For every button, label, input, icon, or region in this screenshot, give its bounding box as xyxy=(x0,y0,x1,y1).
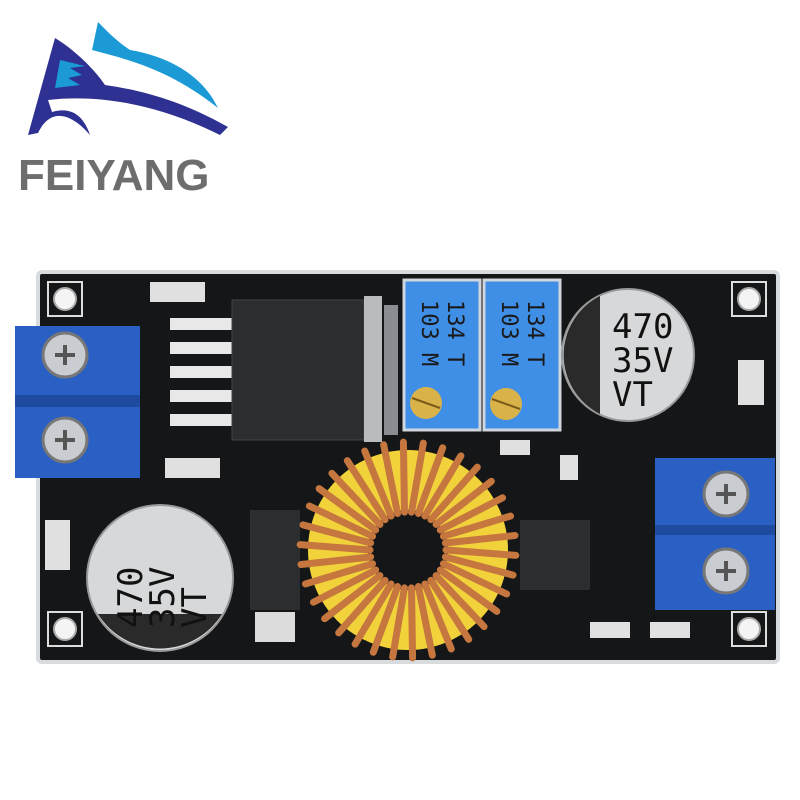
mounting-hole xyxy=(53,617,77,641)
coil-winding xyxy=(436,566,501,615)
toroid-inductor xyxy=(296,438,520,662)
logo-dark-wave xyxy=(28,38,228,135)
coil-winding xyxy=(301,560,377,588)
coil-winding xyxy=(299,521,375,547)
coil-winding xyxy=(427,576,473,643)
pot-label: 134 T xyxy=(442,300,467,366)
coil-winding xyxy=(369,583,402,656)
capacitor-top: 470 35V VT xyxy=(561,288,695,422)
mounting-hole xyxy=(737,617,761,641)
coil-winding xyxy=(408,584,417,662)
coil-winding xyxy=(351,580,395,648)
feiyang-logo: FEIYANG xyxy=(18,22,228,200)
coil-winding xyxy=(361,447,395,520)
logo-light-wave xyxy=(92,22,218,108)
mounting-hole xyxy=(53,287,77,311)
capacitor-bottom: 470 35V VT xyxy=(86,504,234,652)
coil-winding xyxy=(442,546,520,559)
logo-brand-text: FEIYANG xyxy=(18,151,210,200)
pot-label: 134 T xyxy=(522,300,547,366)
coil-winding xyxy=(343,457,389,524)
coil-winding xyxy=(439,560,511,598)
coil-winding xyxy=(421,452,465,520)
capacitor-label: 35V xyxy=(143,567,183,628)
coil-winding xyxy=(389,584,408,661)
coil-winding xyxy=(321,572,384,623)
coil-winding xyxy=(296,541,374,554)
coil-winding xyxy=(335,576,389,637)
capacitor-label: VT xyxy=(612,375,653,415)
pot-label: 103 M xyxy=(416,300,441,366)
diode xyxy=(250,510,300,610)
pot-label: 103 M xyxy=(496,300,521,366)
mounting-holes xyxy=(47,281,767,647)
mounting-hole xyxy=(737,287,761,311)
coil-winding xyxy=(315,485,380,534)
coil-winding xyxy=(414,583,436,659)
control-ic xyxy=(520,520,590,590)
output-terminal-block xyxy=(655,458,775,610)
potentiometer-1: 134 T 103 M xyxy=(402,278,482,432)
capacitor-label: 35V xyxy=(612,341,673,381)
potentiometer-2: 134 T 103 M xyxy=(482,278,562,432)
coil-winding xyxy=(309,566,380,606)
coil-winding xyxy=(328,469,384,528)
smd-parts xyxy=(45,282,764,638)
capacitor-label: VT xyxy=(175,587,215,628)
coil-winding xyxy=(441,553,517,579)
coil-winding xyxy=(408,439,427,516)
coil-winding xyxy=(399,438,408,516)
coil-winding xyxy=(432,572,488,631)
regulator-ic xyxy=(170,296,398,442)
capacitor-label: 470 xyxy=(612,307,673,347)
coil-winding xyxy=(436,494,507,534)
coil-winding xyxy=(414,444,447,517)
coil-winding xyxy=(427,463,481,524)
logo-light-flag xyxy=(55,60,85,88)
input-terminal-block xyxy=(15,326,140,478)
coil-winding xyxy=(439,512,515,540)
coil-winding xyxy=(432,477,495,528)
coil-winding xyxy=(297,553,375,569)
capacitor-label: 470 xyxy=(111,567,151,628)
coil-winding xyxy=(380,441,402,517)
coil-winding xyxy=(441,531,519,547)
diode-tab xyxy=(255,612,295,642)
coil-winding xyxy=(305,502,377,540)
coil-winding xyxy=(421,580,455,653)
